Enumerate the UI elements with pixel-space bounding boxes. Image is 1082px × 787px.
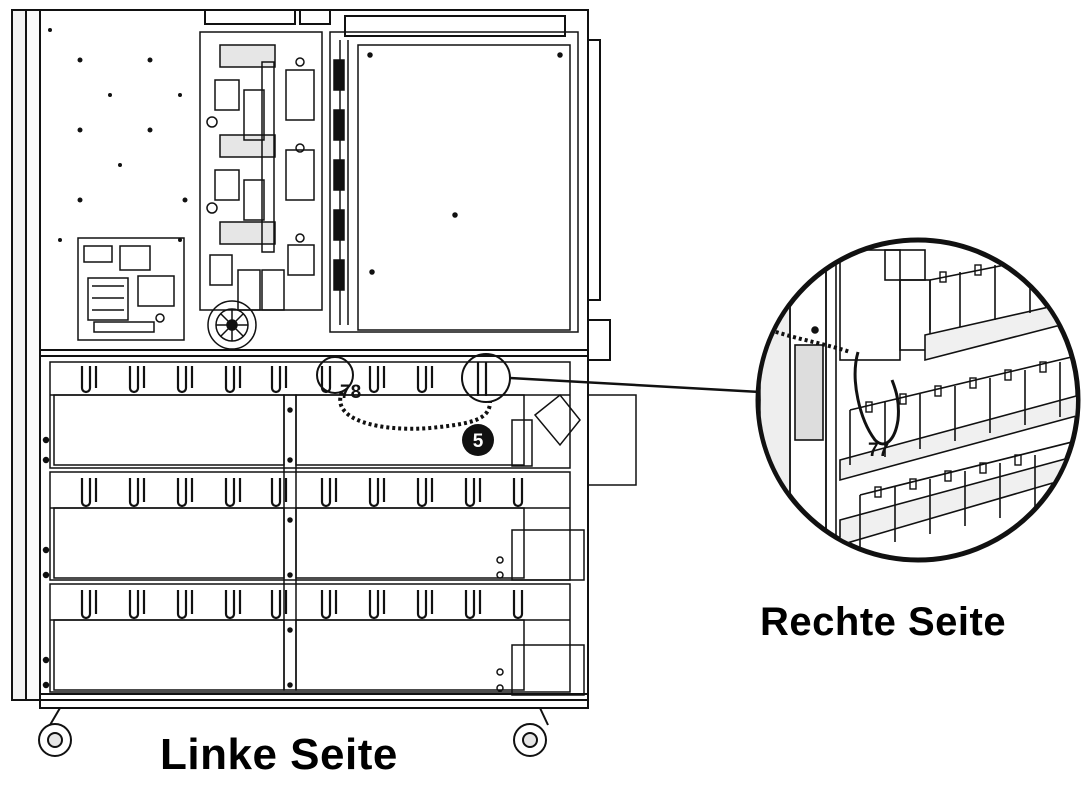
right-side-caption: Rechte Seite [760,600,1007,644]
callout-77: 77 [868,440,889,461]
control-board [77,237,185,341]
left-side-caption: Linke Seite [160,730,398,779]
magnified-detail: 77 [755,237,1081,563]
side-bracket [533,393,637,486]
battery-racks [42,361,585,696]
step-badge-number: 5 [473,431,484,452]
step-badge: 5 [462,424,494,456]
cable-route [316,353,761,431]
power-module [199,31,323,350]
cabinet-base [38,699,589,757]
inverter-panel [329,31,579,333]
battery-terminals [80,362,524,620]
callout-78: 78 [340,382,361,403]
upper-panel-screws [48,28,188,242]
cabinet-frame [11,9,611,701]
